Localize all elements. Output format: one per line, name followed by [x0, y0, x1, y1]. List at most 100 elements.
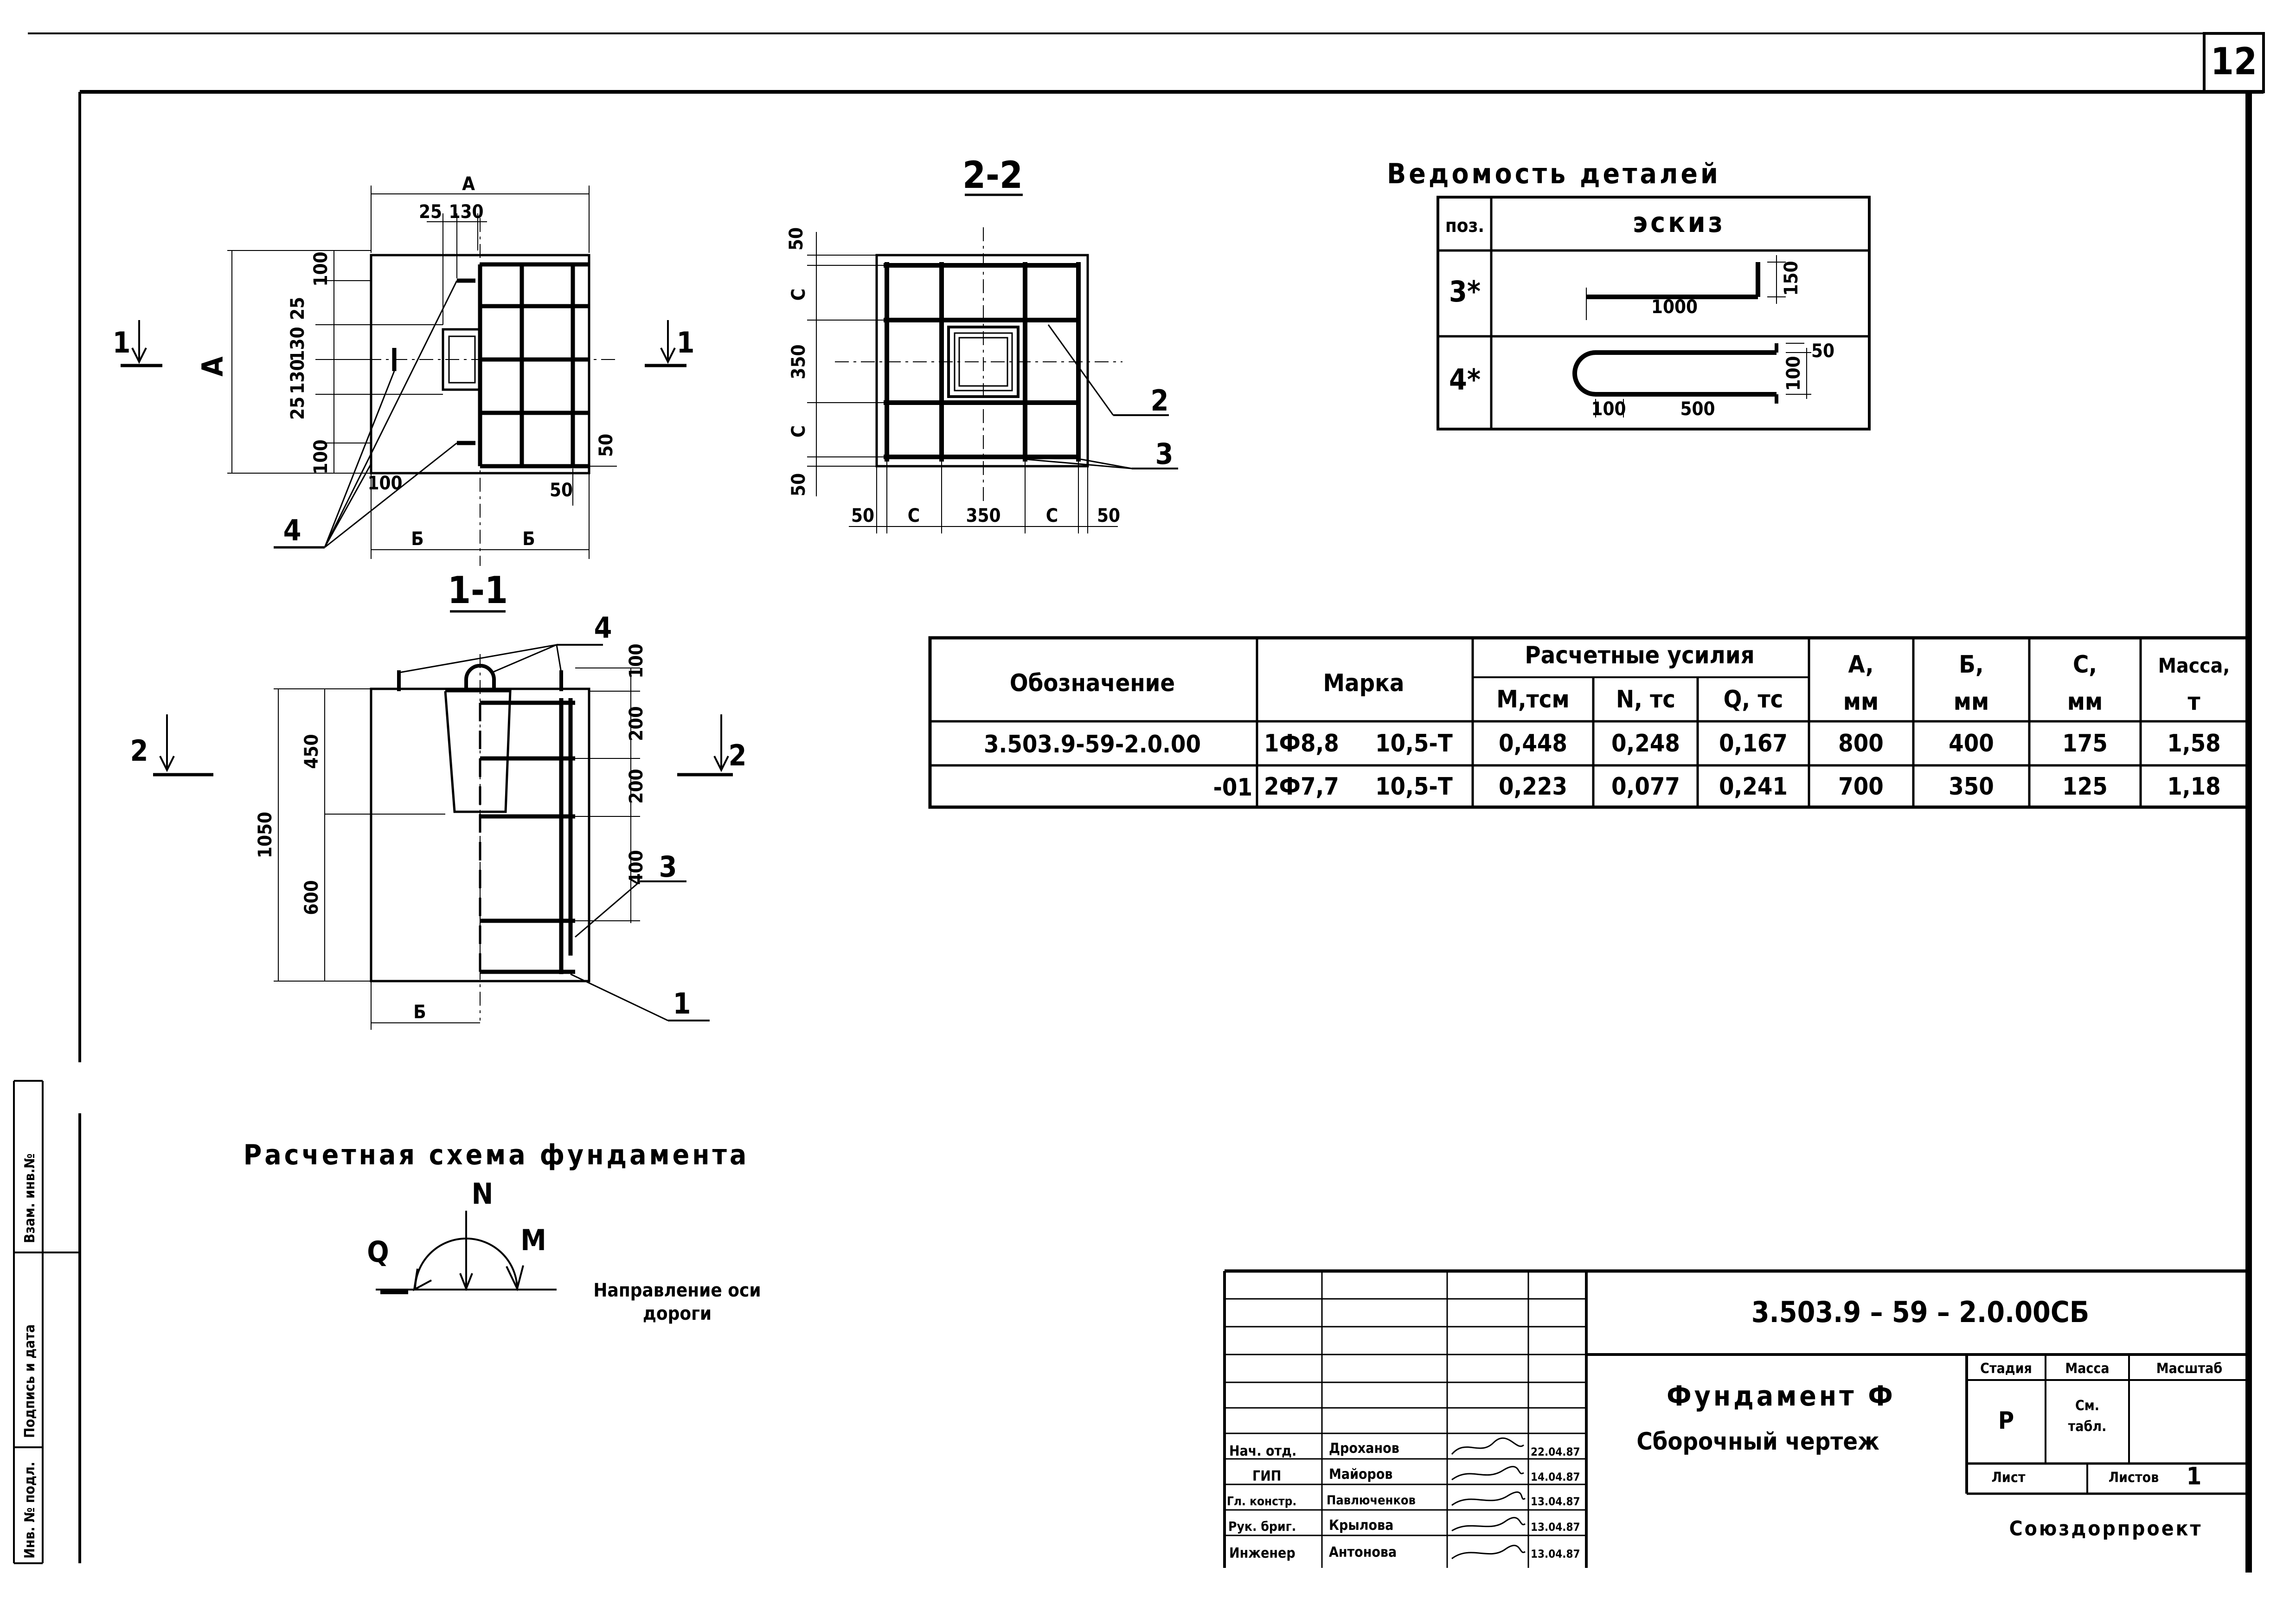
- table-row-2-c: 125: [2062, 773, 2108, 801]
- s11-callout-3: 3: [659, 850, 677, 884]
- table-u-a: мм: [1843, 688, 1879, 716]
- sheet-number: 12: [2211, 40, 2257, 83]
- table-row-1-mass: 1,58: [2167, 730, 2220, 758]
- table-row-2-b: 350: [1949, 773, 1994, 801]
- section-2-2: 2-2 50 C 350 C 50: [786, 154, 1178, 533]
- details-col-sketch: эскиз: [1633, 206, 1725, 239]
- calc-scheme-axis-note-2: дороги: [643, 1303, 712, 1324]
- s22-dim-350-h: 350: [966, 505, 1000, 526]
- s22-dim-c-right: C: [1046, 505, 1058, 526]
- staff-role-1: Нач. отд.: [1229, 1443, 1296, 1459]
- table-row-2-m: 0,223: [1499, 773, 1567, 801]
- title-sheets-value: 1: [2187, 1463, 2202, 1490]
- table-row-1-b: 400: [1949, 730, 1994, 758]
- signature-marks: [1451, 1437, 1526, 1560]
- table-h-b: Б,: [1959, 651, 1983, 679]
- s22-dim-50-left: 50: [851, 505, 874, 526]
- s22-dim-50-top: 50: [786, 227, 807, 250]
- table-u-b: мм: [1954, 688, 1989, 716]
- details-schedule-title: Ведомость деталей: [1387, 158, 1721, 190]
- table-u-mass: т: [2187, 688, 2200, 716]
- details-row-3-pos: 3*: [1449, 275, 1481, 308]
- plan-dim-130-b: 130: [287, 359, 308, 394]
- staff-name-1: Дроханов: [1329, 1440, 1399, 1457]
- table-row-2-designation: -01: [1213, 774, 1252, 802]
- plan-dim-25-a: 25: [287, 297, 308, 320]
- table-row-1-m: 0,448: [1499, 730, 1567, 758]
- table-h-a: A,: [1848, 651, 1874, 679]
- calc-scheme-q: Q: [367, 1235, 389, 1269]
- details-row-4-hook: 50: [1811, 340, 1834, 362]
- s22-callout-2: 2: [1151, 384, 1169, 417]
- plan-callout-4: 4: [283, 514, 301, 547]
- staff-date-1: 22.04.87: [1531, 1445, 1580, 1458]
- s22-dim-c-bot: C: [788, 425, 809, 437]
- staff-date-5: 13.04.87: [1531, 1547, 1580, 1560]
- s11-dim-200-a: 200: [626, 706, 647, 741]
- s11-dim-b: Б: [413, 1002, 426, 1023]
- staff-name-3: Павлюченков: [1327, 1493, 1416, 1508]
- title-sheet: Лист: [1992, 1470, 2026, 1486]
- s11-dim-100: 100: [626, 643, 647, 678]
- calc-scheme-axis-note-1: Направление оси: [593, 1280, 761, 1301]
- table-h-designation: Обозначение: [1010, 669, 1175, 697]
- s11-dim-400: 400: [626, 850, 647, 885]
- s22-dim-50-right: 50: [1097, 505, 1120, 526]
- section-2-2-title: 2-2: [962, 154, 1023, 197]
- staff-date-2: 14.04.87: [1531, 1470, 1580, 1483]
- details-row-4-len: 500: [1680, 398, 1715, 420]
- staff-name-2: Майоров: [1329, 1466, 1392, 1483]
- table-h-m: M,тсм: [1496, 686, 1569, 713]
- side-stamp: Инв. № подл. Подпись и дата Взам. инв.№: [13, 1080, 80, 1564]
- title-mass-2: табл.: [2068, 1419, 2107, 1435]
- table-h-mark: Марка: [1323, 669, 1405, 697]
- table-u-c: мм: [2067, 688, 2103, 716]
- table-row-2-a: 700: [1838, 773, 1884, 801]
- s11-dim-1050: 1050: [255, 812, 276, 858]
- details-row-4-pos: 4*: [1449, 363, 1481, 397]
- side-stamp-inv-no: Инв. № подл.: [22, 1462, 38, 1559]
- s11-section-mark-right: 2: [729, 738, 747, 772]
- staff-name-5: Антонова: [1329, 1544, 1397, 1560]
- side-stamp-signature: Подпись и дата: [22, 1324, 38, 1438]
- calc-scheme-m: M: [520, 1223, 546, 1257]
- table-row-1-mark-a: 1Ф8,8: [1264, 730, 1339, 758]
- staff-role-4: Рук. бриг.: [1228, 1519, 1296, 1534]
- s11-dim-600: 600: [301, 880, 322, 915]
- details-schedule: Ведомость деталей поз. эскиз 3* 1000 150…: [1387, 158, 1871, 430]
- details-row-4-height: 100: [1783, 356, 1804, 391]
- staff-date-4: 13.04.87: [1531, 1521, 1580, 1534]
- plan-dim-b-right: Б: [522, 528, 535, 550]
- table-h-forces: Расчетные усилия: [1525, 642, 1754, 669]
- table-row-2-mark-b: 10,5-Т: [1375, 773, 1453, 801]
- plan-section-mark-right: 1: [677, 326, 695, 360]
- table-h-n: N, тс: [1616, 686, 1675, 713]
- staff-name-4: Крылова: [1329, 1517, 1393, 1534]
- plan-dim-50-right: 50: [596, 434, 617, 457]
- side-stamp-replace-inv: Взам. инв.№: [22, 1153, 38, 1243]
- table-row-1-designation: 3.503.9-59-2.0.00: [984, 731, 1201, 758]
- plan-dim-100-top: 100: [310, 251, 332, 286]
- table-row-1-n: 0,248: [1611, 730, 1680, 758]
- table-row-2-n: 0,077: [1611, 773, 1680, 801]
- table-h-q: Q, тс: [1724, 686, 1783, 713]
- plan-view: A 25 130 A 100 25 130 130 25 100 100 50 …: [113, 173, 695, 566]
- table-h-c: C,: [2073, 651, 2097, 679]
- title-mass-1: См.: [2075, 1398, 2099, 1414]
- s11-section-mark-left: 2: [130, 734, 148, 768]
- title-h-stage: Стадия: [1980, 1361, 2032, 1377]
- details-row-3-len: 1000: [1651, 296, 1698, 318]
- s22-dim-350-v: 350: [788, 344, 809, 379]
- plan-dim-130-a: 130: [287, 327, 308, 361]
- plan-section-mark-left: 1: [113, 326, 131, 360]
- s11-callout-1: 1: [673, 987, 691, 1021]
- main-table: Обозначение Марка Расчетные усилия M,тсм…: [928, 636, 2251, 809]
- title-block: 3.503.9 – 59 – 2.0.00СБ Фундамент Ф Сбор…: [1223, 1269, 2249, 1568]
- staff-role-5: Инженер: [1229, 1545, 1296, 1561]
- s22-dim-50-bot: 50: [788, 473, 809, 496]
- title-stage: Р: [1998, 1407, 2014, 1435]
- table-row-1-q: 0,167: [1719, 730, 1788, 758]
- plan-dim-25: 25: [419, 201, 442, 223]
- section-1-1: 1-1 1050 450 600: [130, 569, 747, 1030]
- details-col-pos: поз.: [1445, 215, 1484, 237]
